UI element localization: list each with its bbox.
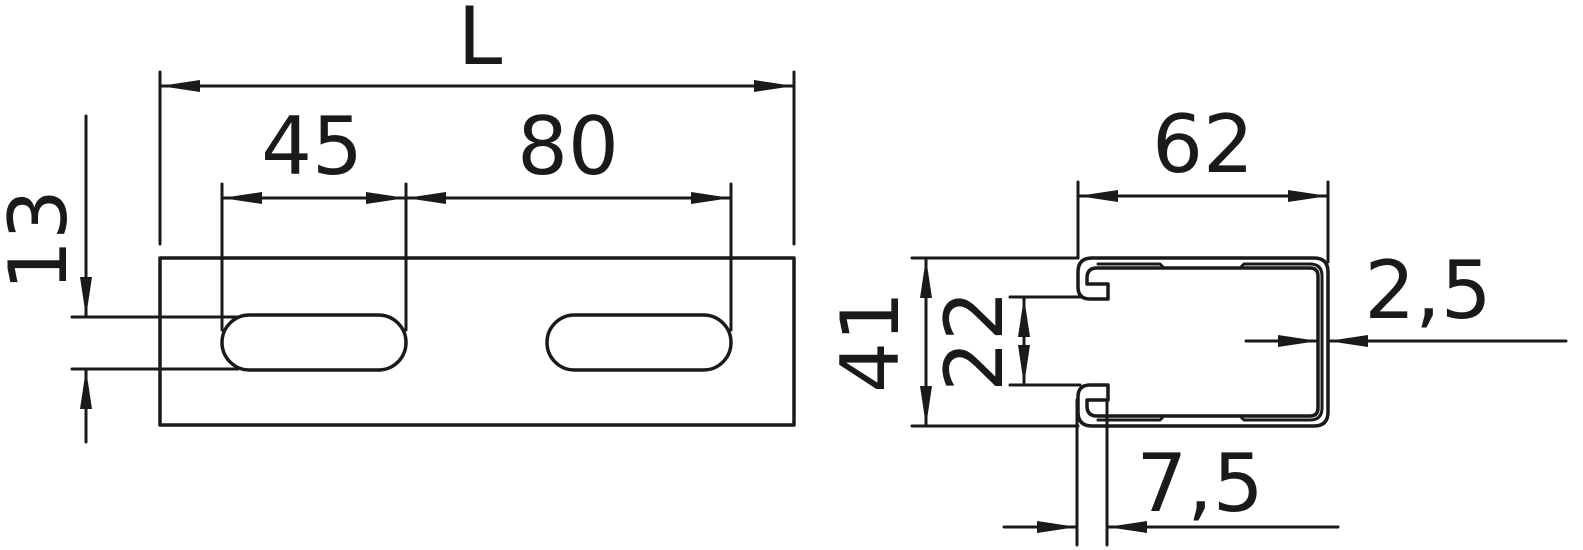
- slot-width-label: 13: [0, 189, 85, 291]
- slot-dimension-chain: 45 80: [220, 100, 733, 332]
- thickness-dimension: 2,5: [1244, 244, 1568, 347]
- length-dimension: L: [158, 0, 796, 246]
- length-label: L: [458, 0, 503, 83]
- slot-width-dimension: 13: [0, 114, 240, 444]
- slot-spacing-label: 80: [517, 100, 619, 193]
- side-plate-outline: [158, 256, 796, 427]
- width-dimension: 62: [1076, 98, 1330, 264]
- slot-right: [545, 313, 733, 372]
- lip-label: 7,5: [1136, 437, 1263, 530]
- lip-dimension: 7,5: [1002, 398, 1340, 547]
- slot-length-label: 45: [261, 100, 363, 193]
- height-label: 41: [824, 291, 917, 393]
- width-label: 62: [1152, 98, 1254, 191]
- section-view: 62 41 22 2,5: [824, 98, 1568, 547]
- slot-left: [220, 313, 408, 372]
- profile-inner-contour: [1096, 262, 1324, 422]
- opening-label: 22: [928, 290, 1021, 392]
- profile-outer-contour: [1076, 256, 1330, 428]
- opening-dimension: 22: [928, 290, 1082, 392]
- side-view: L 45 80 13: [0, 0, 796, 444]
- thickness-label: 2,5: [1364, 244, 1491, 337]
- height-dimension: 41: [824, 256, 1080, 428]
